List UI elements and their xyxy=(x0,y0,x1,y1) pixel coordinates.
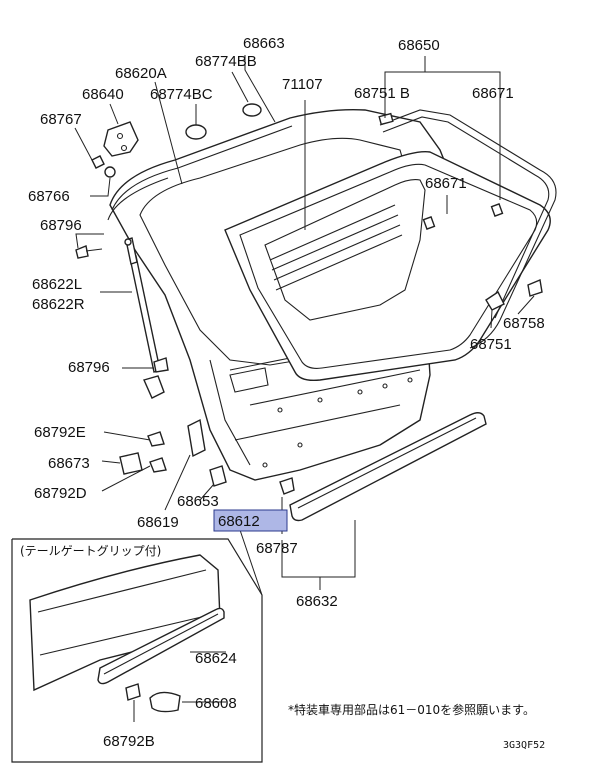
label-68624: 68624 xyxy=(195,650,237,667)
label-68622r: 68622R xyxy=(32,296,85,313)
bolt-68792b xyxy=(125,683,141,701)
label-68766: 68766 xyxy=(28,188,70,205)
inset-box xyxy=(11,538,263,763)
label-71107: 71107 xyxy=(282,76,323,93)
label-68671-top: 68671 xyxy=(472,85,514,102)
label-68620a: 68620A xyxy=(115,65,167,82)
label-68673: 68673 xyxy=(48,455,90,472)
bumper-68653 xyxy=(209,465,227,487)
weather-strip xyxy=(379,109,557,349)
striker-68619 xyxy=(187,418,206,458)
label-68608: 68608 xyxy=(195,695,237,712)
label-68774bb: 68774BB xyxy=(195,53,257,70)
label-68632: 68632 xyxy=(296,593,338,610)
label-68619: 68619 xyxy=(137,514,179,531)
label-68767: 68767 xyxy=(40,111,82,128)
label-68796-mid: 68796 xyxy=(68,359,110,376)
clip-68751 xyxy=(485,290,505,311)
nut-68766 xyxy=(104,166,116,178)
footnote: *特装車専用部品は61－010を参照願います。 xyxy=(288,702,535,717)
bolt-68792d xyxy=(149,457,167,473)
bracket-68673 xyxy=(119,452,143,475)
bolt-68796-top xyxy=(75,245,89,259)
label-68774bc: 68774BC xyxy=(150,86,213,103)
bolt-68796-mid xyxy=(153,357,169,373)
label-68792b: 68792B xyxy=(103,733,155,750)
label-68640: 68640 xyxy=(82,86,124,103)
cover-68608 xyxy=(149,691,181,713)
label-68751b: 68751 B xyxy=(354,85,410,102)
label-68622l: 68622L xyxy=(32,276,82,293)
label-68671-mid: 68671 xyxy=(425,175,467,192)
screw-68758 xyxy=(527,279,543,297)
label-68650: 68650 xyxy=(398,37,440,54)
label-68792e: 68792E xyxy=(34,424,86,441)
rear-glass xyxy=(224,151,551,382)
diagram-code: 3G3QF52 xyxy=(503,740,545,751)
clip-68787 xyxy=(279,477,295,495)
plug-68774bc xyxy=(185,124,207,140)
part-labels: 68663 68650 68620A 68774BB 68774BC 71107… xyxy=(28,35,545,750)
label-68792d: 68792D xyxy=(34,485,87,502)
label-68663: 68663 xyxy=(243,35,285,52)
highlight-68612 xyxy=(213,509,288,532)
inset-title: (テールゲートグリップ付) xyxy=(20,544,161,558)
plug-68774bb xyxy=(242,103,262,117)
label-68751: 68751 xyxy=(470,336,512,353)
label-68787: 68787 xyxy=(256,540,298,557)
hinge-68640 xyxy=(103,121,139,157)
bolt-68767 xyxy=(91,155,105,169)
garnish-68632 xyxy=(289,412,487,522)
bolt-68792e xyxy=(147,431,165,447)
label-68653: 68653 xyxy=(177,493,219,510)
label-68758: 68758 xyxy=(503,315,545,332)
label-68612: 68612 xyxy=(218,513,260,530)
label-68796-top: 68796 xyxy=(40,217,82,234)
